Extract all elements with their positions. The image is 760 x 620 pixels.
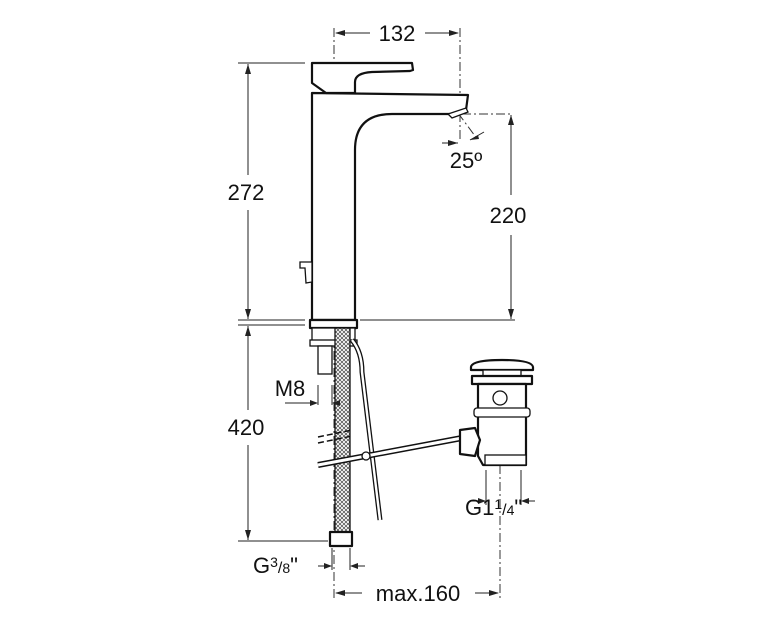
under-counter-parts bbox=[309, 327, 463, 548]
dim-rod-thread: M8 bbox=[275, 376, 306, 401]
popup-waste bbox=[458, 358, 535, 467]
faucet-body bbox=[299, 61, 470, 330]
dim-spout-height: 220 bbox=[490, 203, 527, 228]
dim-hose-length: 420 bbox=[228, 415, 265, 440]
popup-knob bbox=[299, 261, 313, 284]
dim-total-height: 272 bbox=[228, 180, 265, 205]
dim-max-distance: max.160 bbox=[376, 581, 460, 606]
threaded-rod-m8 bbox=[317, 345, 333, 375]
dim-supply-thread: G3/8" bbox=[253, 553, 298, 578]
lever-handle bbox=[310, 61, 415, 95]
aerator bbox=[446, 107, 469, 119]
dim-waste-thread: G11/4" bbox=[465, 495, 522, 520]
dim-spout-reach: 132 bbox=[379, 21, 416, 46]
waste-cap bbox=[469, 358, 535, 372]
dimension-lines bbox=[238, 30, 535, 596]
base-plate bbox=[308, 318, 359, 330]
dim-spout-angle: 25º bbox=[450, 148, 483, 173]
hose-nut bbox=[328, 530, 354, 548]
overflow-connector bbox=[458, 426, 482, 458]
